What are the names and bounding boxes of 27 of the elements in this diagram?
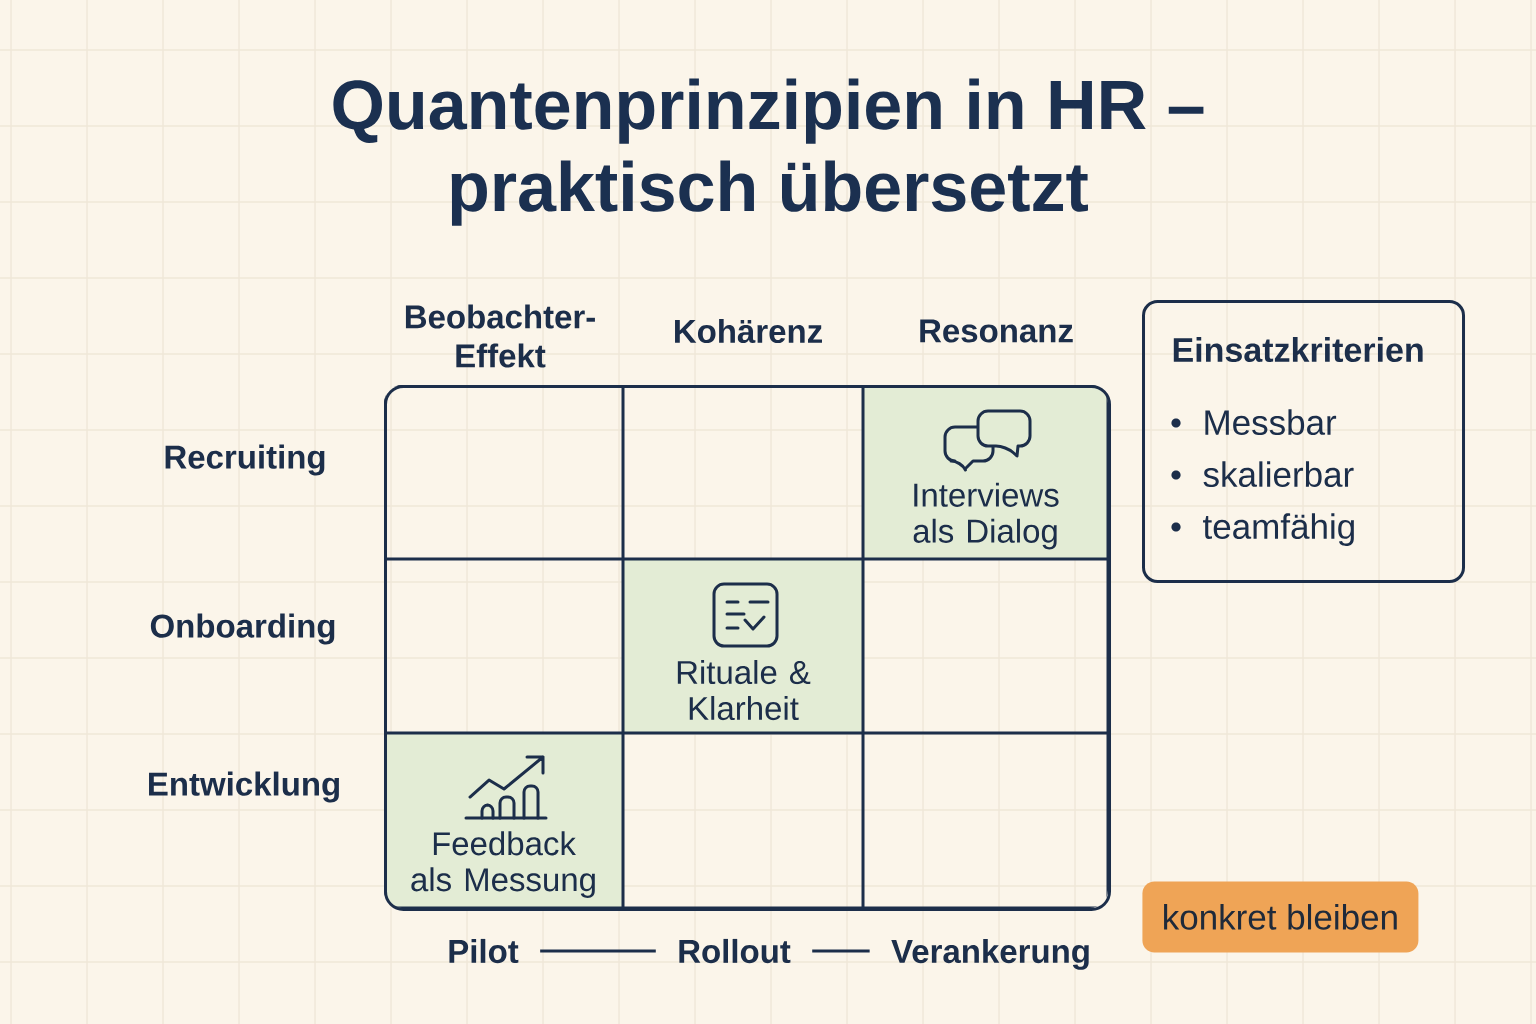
matrix-cell xyxy=(384,559,623,733)
stage-label: Verankerung xyxy=(891,938,1089,970)
matrix-cell xyxy=(623,733,863,908)
column-header: Kohärenz xyxy=(675,318,822,344)
matrix-cell: Rituale & Klarheit xyxy=(623,559,863,733)
matrix-frame xyxy=(384,385,1111,911)
matrix-cell xyxy=(384,385,623,559)
matrix-cell xyxy=(863,733,1108,908)
row-header: Recruiting xyxy=(165,444,325,476)
connector-line xyxy=(540,949,656,953)
column-header: Beobachter-Effekt xyxy=(405,304,595,368)
connector-line xyxy=(812,949,870,953)
button: konkret bleiben xyxy=(1142,881,1419,953)
matrix-cell xyxy=(863,559,1108,733)
list-item: teamfähig xyxy=(1203,513,1354,546)
row-header: Entwicklung xyxy=(149,771,339,803)
row-header: Onboarding xyxy=(150,613,335,645)
list-item: Messbar xyxy=(1205,409,1337,436)
matrix-cell xyxy=(623,385,863,559)
column-header: Resonanz xyxy=(920,319,1073,343)
stage-label: Pilot xyxy=(449,938,519,964)
criteria-box xyxy=(1142,300,1465,583)
list-heading: Einsatzkriterien xyxy=(1173,337,1423,363)
list-item: skalierbar xyxy=(1203,461,1354,488)
stage-label: Rollout xyxy=(679,938,791,964)
matrix-cell: Feedback als Messung xyxy=(384,733,623,908)
title: Quantenprinzipien in HR – praktisch übersetzt xyxy=(333,78,1204,226)
